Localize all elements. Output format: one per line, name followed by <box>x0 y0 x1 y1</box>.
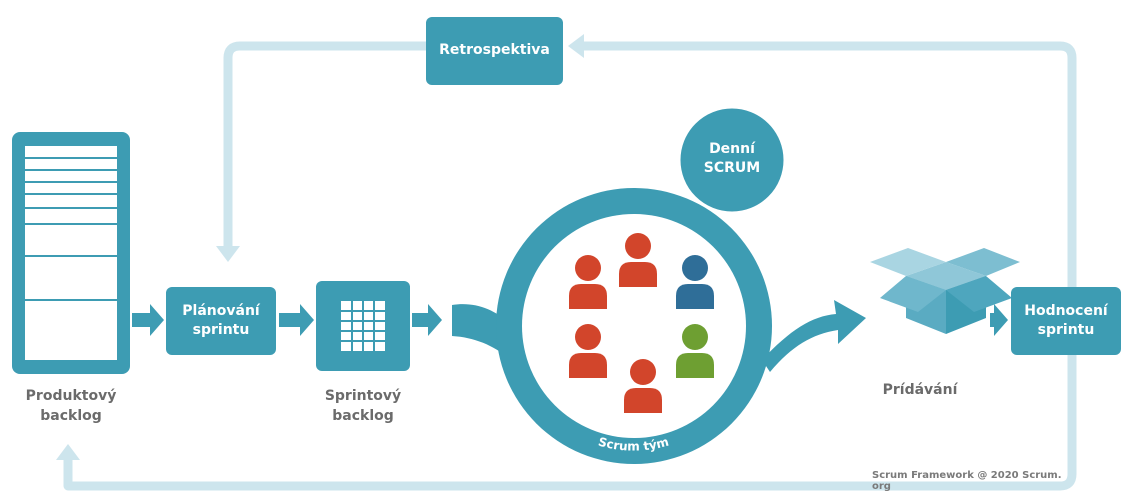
person-icon <box>619 233 657 287</box>
person-icon <box>569 324 607 378</box>
person-icon <box>676 255 714 309</box>
feedback-loop-line <box>63 41 1077 491</box>
copyright-credit: Scrum Framework @ 2020 Scrum. org <box>872 470 1062 492</box>
sprint-planning-box <box>166 287 276 355</box>
arrow-planning-to-sprint-backlog <box>279 304 314 336</box>
arrow-backlog-to-planning <box>132 304 164 336</box>
person-icon <box>624 359 662 413</box>
retrospective-loop-line <box>223 41 426 248</box>
product-backlog-icon <box>12 132 130 374</box>
sprint-review-label: Hodnocení sprintu <box>1024 303 1108 338</box>
arrow-increment-to-review <box>990 304 1008 336</box>
daily-scrum-label: Denní SCRUM <box>703 141 761 176</box>
arrowhead-to-retrospective <box>568 34 584 58</box>
arrowhead-to-backlog <box>56 444 80 460</box>
scrum-team-label: Scrum tým <box>597 435 671 454</box>
increment-caption: Prídávání <box>882 382 958 398</box>
sprint-planning-label: Plánování sprintu <box>182 303 260 338</box>
scrum-team-icon <box>569 233 714 413</box>
retrospective-box <box>426 17 563 85</box>
sprint-entry-swoosh <box>452 304 530 384</box>
person-icon <box>569 255 607 309</box>
person-icon <box>676 324 714 378</box>
sprint-backlog-grid-icon <box>316 281 410 371</box>
daily-scrum-circle <box>677 105 787 215</box>
arrow-sprint-backlog-to-sprint <box>412 304 442 336</box>
product-backlog-caption: Produktový backlog <box>25 388 117 425</box>
sprint-backlog-caption: Sprintový backlog <box>324 388 402 425</box>
arrowhead-to-planning <box>216 246 240 262</box>
sprint-exit-swoosh <box>762 300 866 372</box>
retrospective-label: Retrospektiva <box>439 42 550 58</box>
sprint-review-box <box>1011 287 1121 355</box>
increment-box-icon <box>870 248 1020 334</box>
